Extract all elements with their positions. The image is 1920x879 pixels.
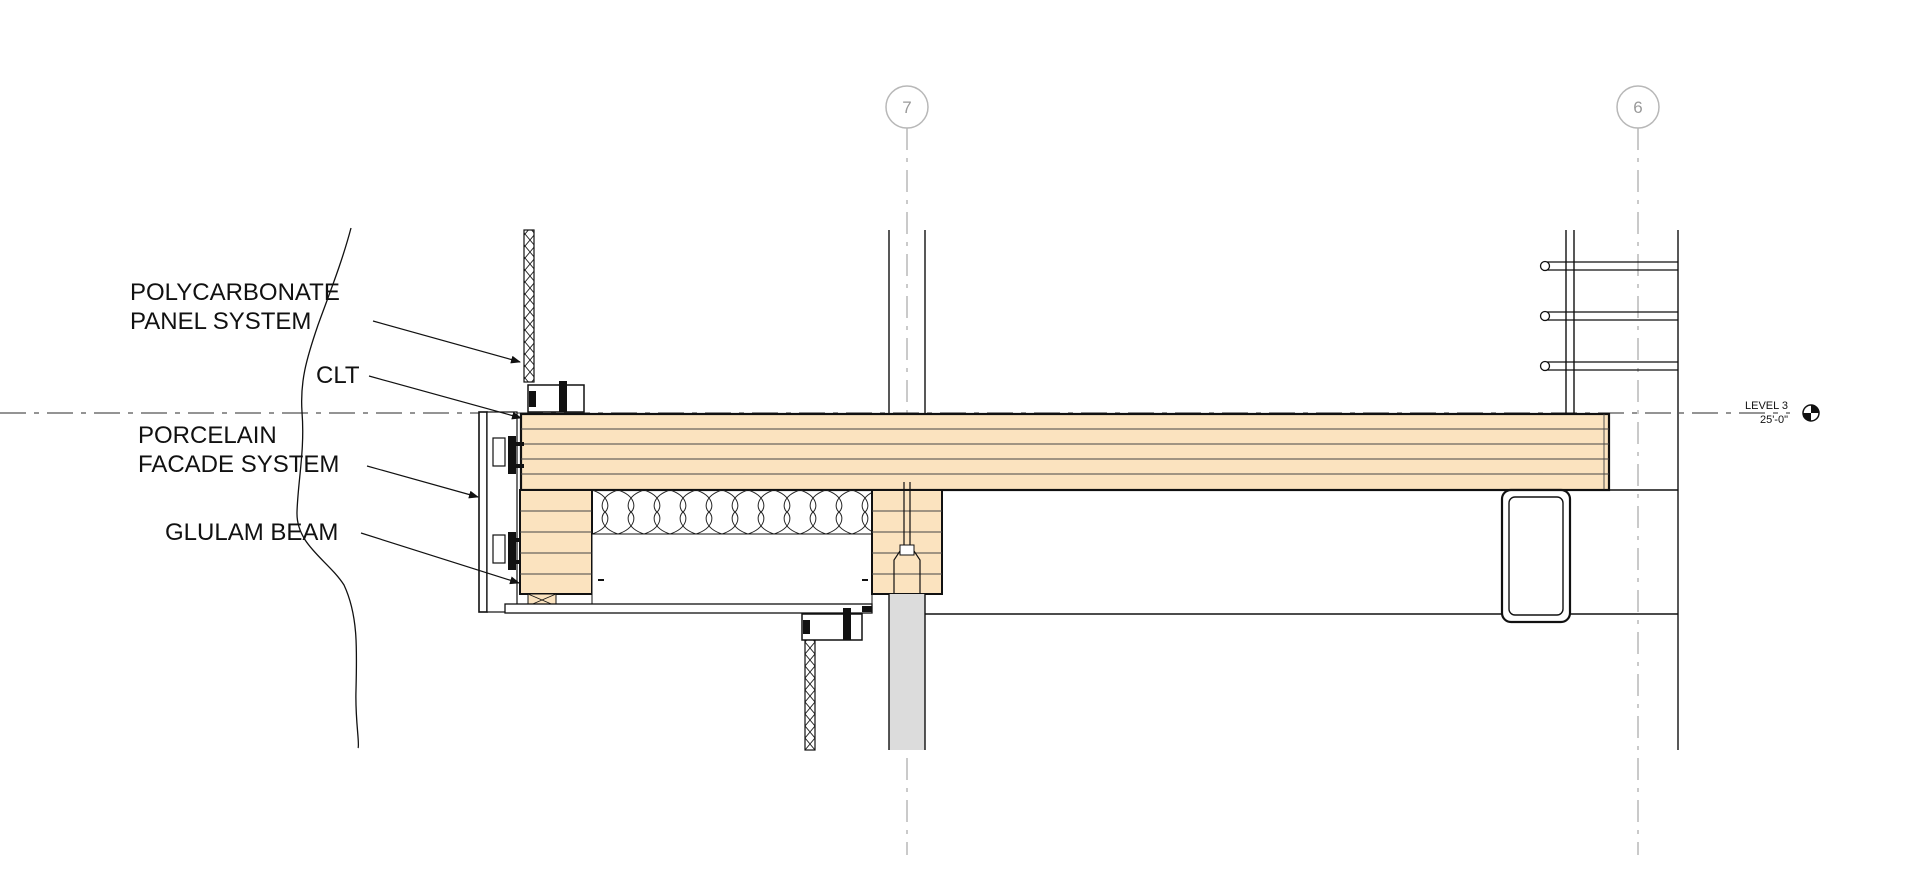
callout-leaders <box>360 320 522 585</box>
callout-porcelain-line2: FACADE SYSTEM <box>138 451 339 478</box>
glulam-beam-right-body <box>871 489 943 595</box>
polycarbonate-panel-upper <box>523 229 535 383</box>
concrete-pier <box>889 594 925 750</box>
level-name: LEVEL 3 <box>1745 400 1788 412</box>
batt-insulation <box>591 489 873 535</box>
glulam-beam-left-body <box>519 489 593 595</box>
callout-glulam: GLULAM BEAM <box>165 519 338 546</box>
panel-clip-bracket-top <box>527 381 585 413</box>
hss-column-section <box>1500 488 1572 624</box>
column-right-pair <box>1565 230 1679 750</box>
clt-slab <box>519 412 1611 492</box>
glulam-beam-right <box>871 489 943 595</box>
grid-line-6: 6 <box>1616 85 1660 855</box>
callout-polycarbonate-line1: POLYCARBONATE <box>130 279 340 306</box>
grid-bubble-6-label: 6 <box>1633 98 1642 117</box>
level-elevation: 25'-0" <box>1760 414 1788 426</box>
panel-clip-bracket-bottom <box>801 606 872 641</box>
clt-slab-body <box>519 412 1611 492</box>
facade-clip-upper <box>492 436 524 474</box>
glulam-beam-left <box>519 489 593 607</box>
level-marker: LEVEL 3 25'-0" <box>1745 400 1820 426</box>
callout-polycarbonate-line2: PANEL SYSTEM <box>130 308 311 335</box>
callout-porcelain-line1: PORCELAIN <box>138 422 277 449</box>
guardrail <box>1539 260 1678 372</box>
soffit-panel <box>504 603 873 614</box>
break-line <box>296 227 360 749</box>
ceiling-cavity <box>591 533 873 607</box>
grid-bubble-7-label: 7 <box>902 98 911 117</box>
callout-clt: CLT <box>316 362 360 389</box>
column-grid-7 <box>888 230 926 750</box>
